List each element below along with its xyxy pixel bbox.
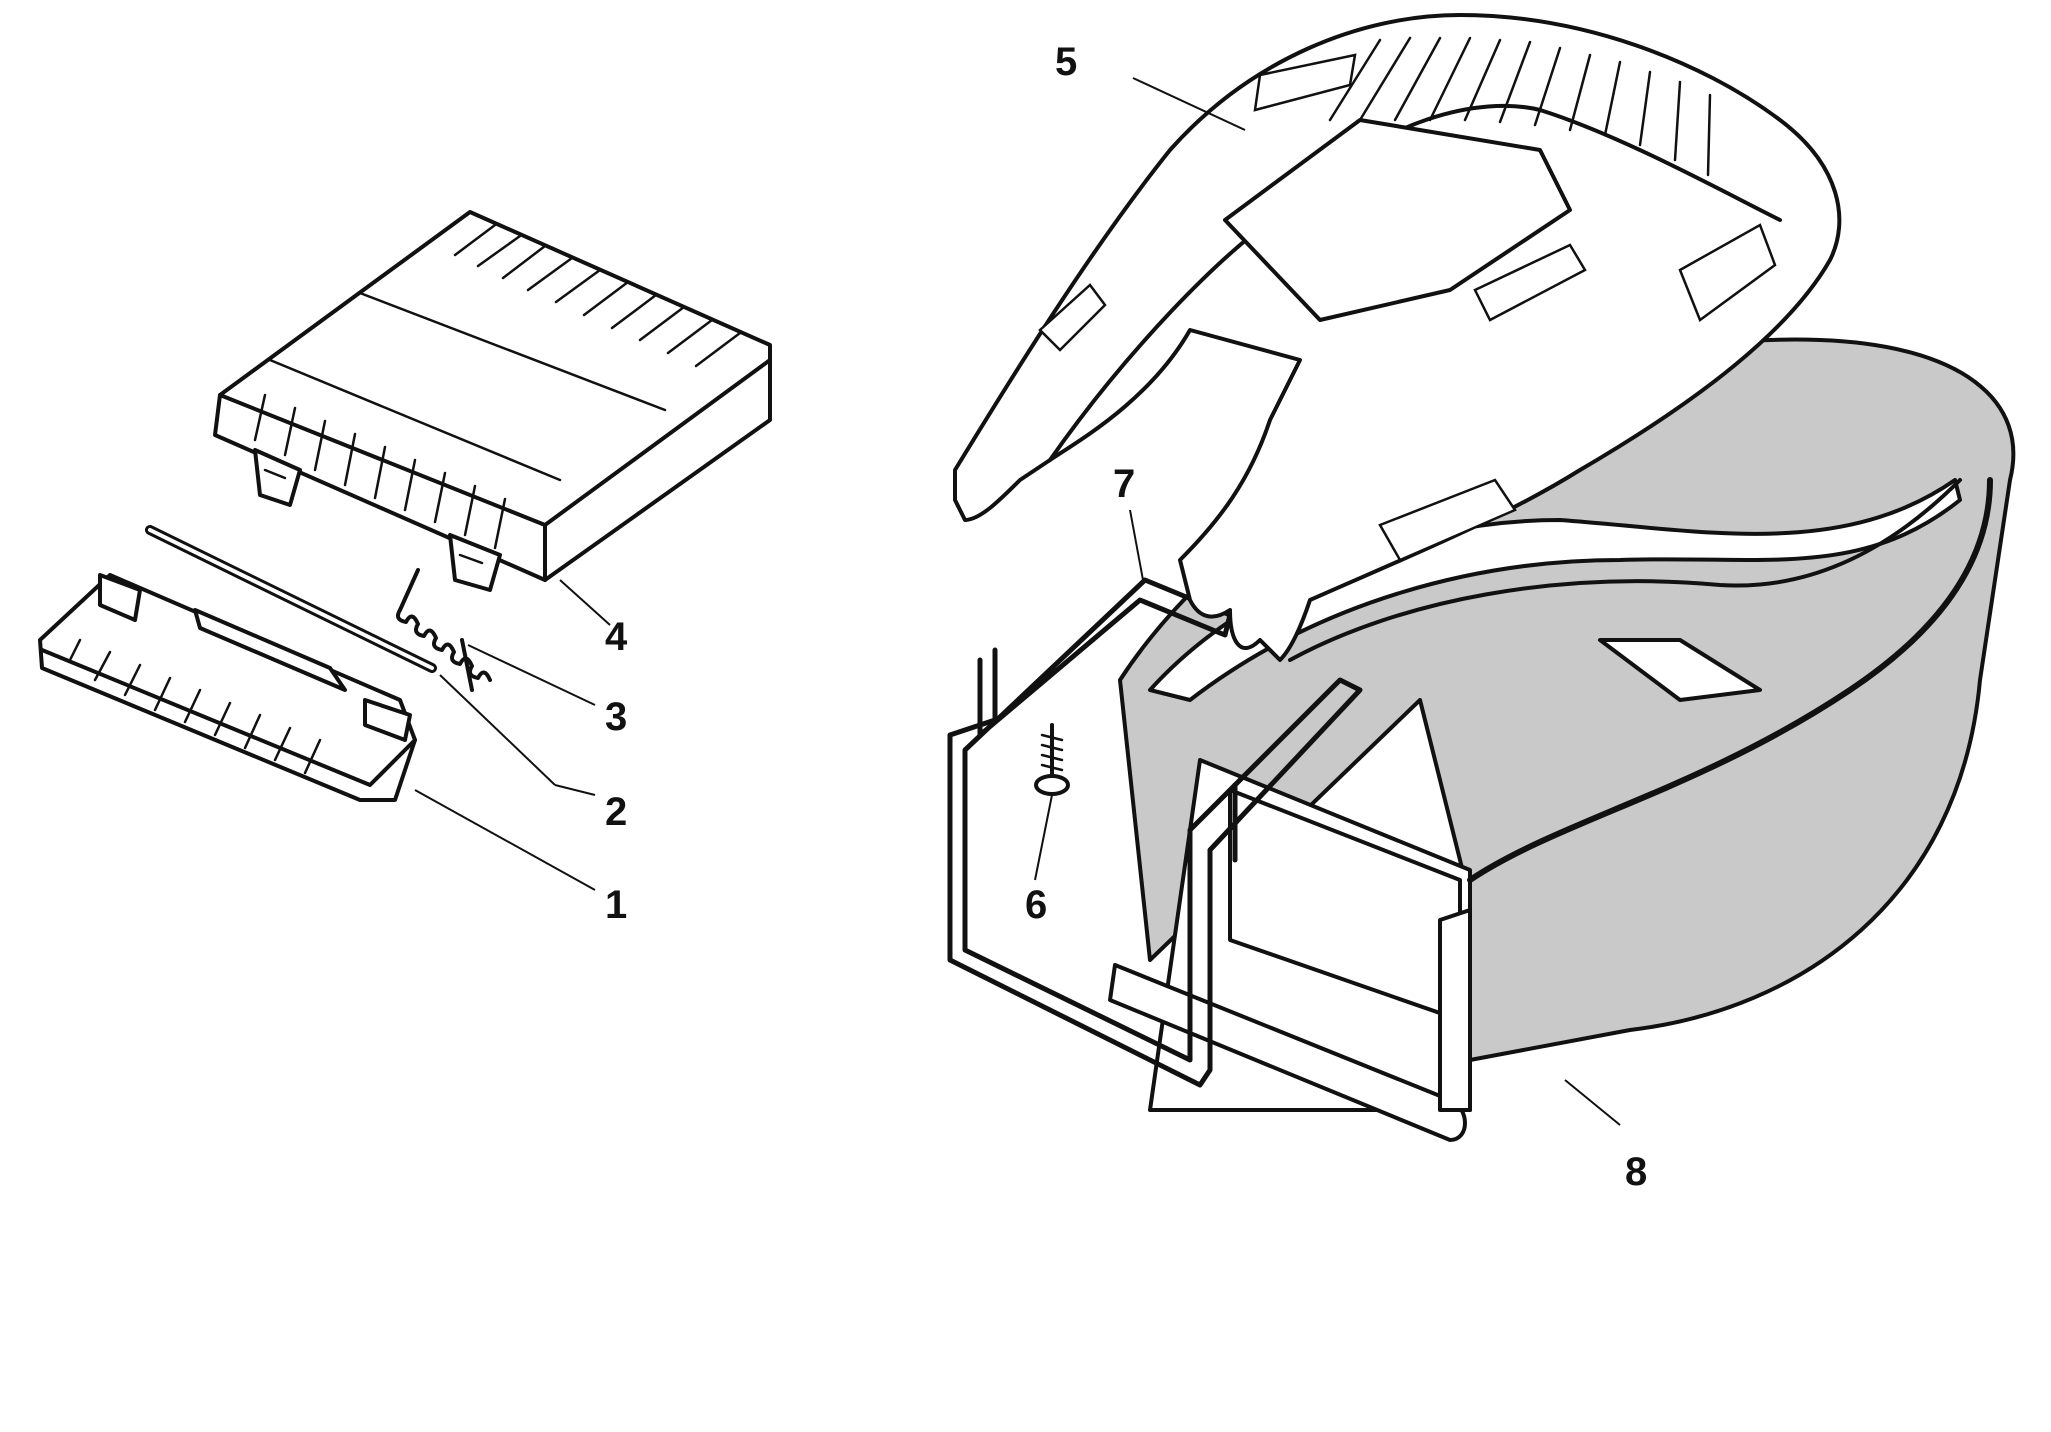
- part-4-flap-cover: [213, 210, 772, 592]
- part-5-top-cover: [953, 13, 1842, 662]
- callout-1: 1: [605, 883, 627, 927]
- callout-4: 4: [605, 615, 628, 659]
- leader-7: [1129, 509, 1144, 581]
- leader-2: [554, 784, 596, 796]
- callout-5: 5: [1055, 40, 1077, 84]
- leader-1: [414, 789, 596, 891]
- part-7-wire-frame: [947, 577, 1363, 1088]
- leader-lines: [414, 77, 1621, 1126]
- leader-6: [1034, 794, 1053, 881]
- part-2-rod: [145, 525, 437, 673]
- callout-8: 8: [1625, 1150, 1647, 1194]
- leader-3: [467, 644, 596, 706]
- callout-3: 3: [605, 695, 627, 739]
- leader-4: [559, 579, 611, 626]
- part-3-spring: [396, 568, 492, 692]
- leader-8: [1564, 1079, 1621, 1126]
- callout-6: 6: [1025, 883, 1047, 927]
- part-1-hinge-plate: [38, 573, 417, 802]
- part-6-screw: [1034, 723, 1070, 796]
- callout-labels: 1 2 3 4 5 6 7 8: [605, 40, 1647, 1194]
- callout-7: 7: [1113, 462, 1135, 506]
- leader-2b: [439, 674, 556, 786]
- leader-5: [1132, 77, 1246, 131]
- callout-2: 2: [605, 790, 627, 834]
